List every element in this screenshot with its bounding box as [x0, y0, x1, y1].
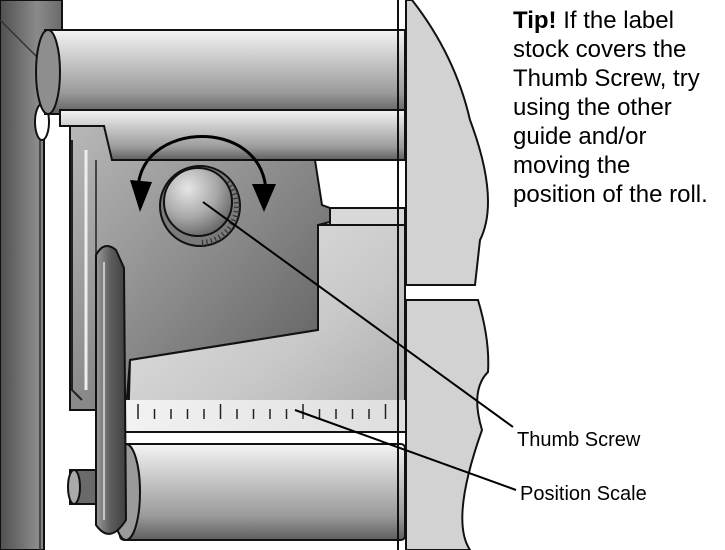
knurl-line [217, 234, 222, 241]
knurl-line [230, 187, 237, 192]
knurl-line [224, 229, 230, 235]
leader-lines [202, 201, 517, 491]
tip-text-block: Tip! If the label stock covers the Thumb… [513, 6, 718, 209]
guide-arm [95, 245, 128, 535]
knurl-line [213, 236, 218, 243]
knurl-line [220, 232, 226, 238]
thumb-screw-leader [202, 201, 514, 428]
knurl-line [205, 239, 209, 246]
position-scale-leader [294, 409, 517, 491]
rotate-arrow-icon [130, 134, 276, 212]
knurl-line [233, 201, 240, 204]
knurl-line [231, 192, 238, 196]
thumb-screw-label: Thumb Screw [517, 429, 641, 451]
tip-body: If the label stock covers the Thumb Scre… [513, 7, 708, 208]
knurl-line [233, 197, 240, 200]
position-scale-label: Position Scale [520, 483, 647, 505]
knurl-line [226, 226, 233, 231]
knurl-line [209, 238, 213, 245]
upper-roller [35, 29, 406, 115]
cabinet-panels [397, 0, 490, 550]
tip-label: Tip! [513, 7, 557, 34]
knurl-line [231, 218, 238, 223]
knurl-line [232, 214, 239, 218]
thumb-screw [159, 165, 241, 247]
position-scale [126, 400, 405, 433]
knurl-line [233, 210, 240, 213]
support-bar [59, 109, 406, 161]
